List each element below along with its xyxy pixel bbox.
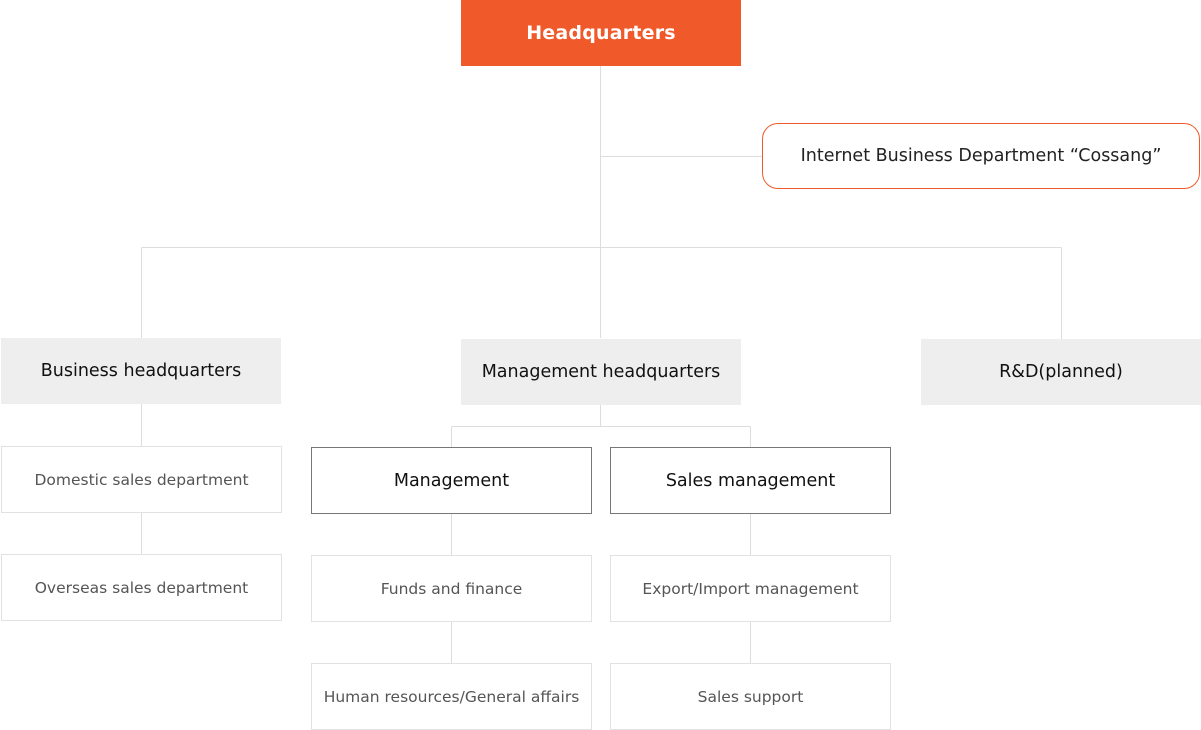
management-label: Management — [393, 470, 510, 491]
management-box: Management — [311, 447, 592, 514]
sales-management-label: Sales management — [665, 470, 836, 491]
overseas-sales-department-label: Overseas sales department — [34, 578, 249, 597]
human-resources-label: Human resources/General affairs — [323, 687, 580, 706]
business-headquarters-label: Business headquarters — [40, 361, 242, 381]
sales-management-box: Sales management — [610, 447, 891, 514]
business-headquarters-box: Business headquarters — [1, 338, 281, 404]
rnd-label: R&D(planned) — [999, 362, 1123, 382]
funds-and-finance-box: Funds and finance — [311, 555, 592, 622]
rnd-box: R&D(planned) — [921, 339, 1201, 405]
export-import-management-label: Export/Import management — [642, 579, 859, 598]
internet-business-department-label: Internet Business Department “Cossang” — [800, 146, 1162, 166]
sales-support-box: Sales support — [610, 663, 891, 730]
management-headquarters-box: Management headquarters — [461, 339, 741, 405]
overseas-sales-department-box: Overseas sales department — [1, 554, 282, 621]
domestic-sales-department-box: Domestic sales department — [1, 446, 282, 513]
domestic-sales-department-label: Domestic sales department — [34, 470, 249, 489]
internet-business-department-box: Internet Business Department “Cossang” — [762, 123, 1200, 189]
headquarters-box: Headquarters — [461, 0, 741, 66]
human-resources-box: Human resources/General affairs — [311, 663, 592, 730]
headquarters-label: Headquarters — [526, 22, 676, 44]
sales-support-label: Sales support — [697, 687, 804, 706]
management-headquarters-label: Management headquarters — [481, 362, 721, 382]
funds-and-finance-label: Funds and finance — [380, 579, 523, 598]
export-import-management-box: Export/Import management — [610, 555, 891, 622]
